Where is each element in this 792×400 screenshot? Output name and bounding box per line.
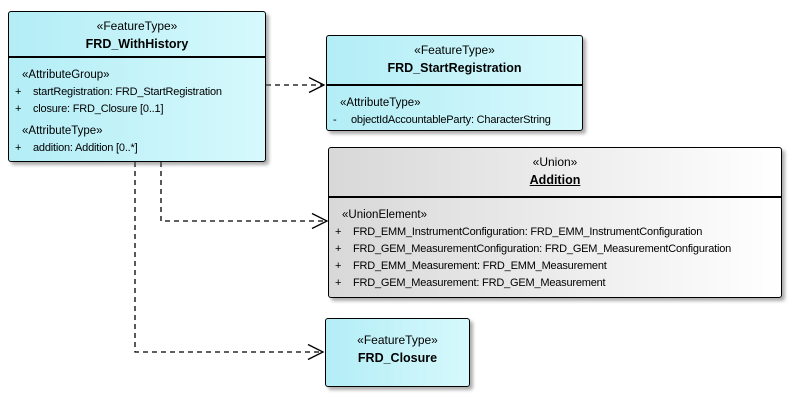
dependency-arrow-to-frd-startregistration: [266, 76, 326, 94]
class-box-frd-startregistration: «FeatureType» FRD_StartRegistration «Att…: [326, 35, 583, 131]
class-name: Addition: [529, 173, 581, 187]
attribute-type-stereotype: «AttributeType»: [340, 97, 421, 109]
attribute-group-stereotype: «AttributeGroup»: [22, 69, 110, 81]
attribute-row: + FRD_GEM_Measurement: FRD_GEM_Measureme…: [329, 275, 781, 292]
class-header: «FeatureType» FRD_StartRegistration: [327, 36, 582, 84]
attribute-row: + addition: Addition [0..*]: [9, 140, 265, 157]
attribute-row: + closure: FRD_Closure [0..1]: [9, 101, 265, 118]
union-element-stereotype: «UnionElement»: [342, 209, 428, 221]
attribute-text: FRD_EMM_InstrumentConfiguration: FRD_EMM…: [353, 226, 703, 238]
open-arrowhead-icon: [307, 343, 325, 361]
dependency-arrow-to-frd-closure: [134, 162, 325, 361]
compartment-divider: [9, 56, 265, 58]
visibility-sign: +: [15, 86, 22, 98]
class-header: «Union» Addition: [329, 148, 781, 196]
dependency-line: [134, 162, 320, 353]
dependency-line: [160, 162, 324, 222]
attribute-text: FRD_GEM_MeasurementConfiguration: FRD_GE…: [353, 243, 732, 255]
class-header: «FeatureType» FRD_WithHistory: [9, 12, 265, 56]
attribute-row: - objectIdAccountableParty: CharacterStr…: [327, 112, 582, 129]
attribute-text: startRegistration: FRD_StartRegistration: [33, 86, 222, 98]
compartment-divider: [327, 84, 582, 86]
class-name: FRD_Closure: [357, 351, 438, 365]
attribute-compartment: «AttributeGroup» + startRegistration: FR…: [9, 58, 265, 157]
class-box-frd-closure: «FeatureType» FRD_Closure: [325, 318, 470, 387]
attribute-text: FRD_GEM_Measurement: FRD_GEM_Measurement: [353, 277, 606, 289]
dependency-arrow-to-addition: [160, 162, 329, 230]
attribute-row: + FRD_EMM_InstrumentConfiguration: FRD_E…: [329, 224, 781, 241]
class-stereotype: «FeatureType»: [357, 333, 438, 347]
class-stereotype: «FeatureType»: [414, 43, 495, 57]
attribute-text: closure: FRD_Closure [0..1]: [33, 103, 164, 115]
union-element-compartment: «UnionElement» + FRD_EMM_InstrumentConfi…: [329, 198, 781, 292]
visibility-sign: +: [335, 260, 342, 272]
open-arrowhead-icon: [311, 212, 329, 230]
visibility-sign: +: [15, 142, 22, 154]
attribute-type-stereotype: «AttributeType»: [22, 125, 103, 137]
visibility-sign: +: [335, 226, 342, 238]
class-header: «FeatureType» FRD_Closure: [326, 319, 469, 386]
class-stereotype: «FeatureType»: [96, 19, 178, 33]
attribute-text: objectIdAccountableParty: CharacterStrin…: [351, 114, 551, 126]
open-arrowhead-icon: [308, 76, 326, 94]
class-name: FRD_WithHistory: [85, 37, 189, 51]
attribute-row: + FRD_GEM_MeasurementConfiguration: FRD_…: [329, 241, 781, 258]
attribute-row: + FRD_EMM_Measurement: FRD_EMM_Measureme…: [329, 258, 781, 275]
class-name: FRD_StartRegistration: [387, 61, 522, 75]
visibility-sign: -: [333, 114, 337, 126]
class-box-frd-withhistory: «FeatureType» FRD_WithHistory «Attribute…: [8, 11, 266, 162]
attribute-text: addition: Addition [0..*]: [33, 142, 138, 154]
visibility-sign: +: [335, 277, 342, 289]
attribute-text: FRD_EMM_Measurement: FRD_EMM_Measurement: [353, 260, 607, 272]
attribute-row: + startRegistration: FRD_StartRegistrati…: [9, 84, 265, 101]
class-stereotype: «Union»: [532, 155, 578, 169]
compartment-divider: [329, 196, 781, 198]
class-box-addition: «Union» Addition «UnionElement» + FRD_EM…: [328, 147, 782, 298]
visibility-sign: +: [335, 243, 342, 255]
visibility-sign: +: [15, 103, 22, 115]
attribute-compartment: «AttributeType» - objectIdAccountablePar…: [327, 86, 582, 129]
